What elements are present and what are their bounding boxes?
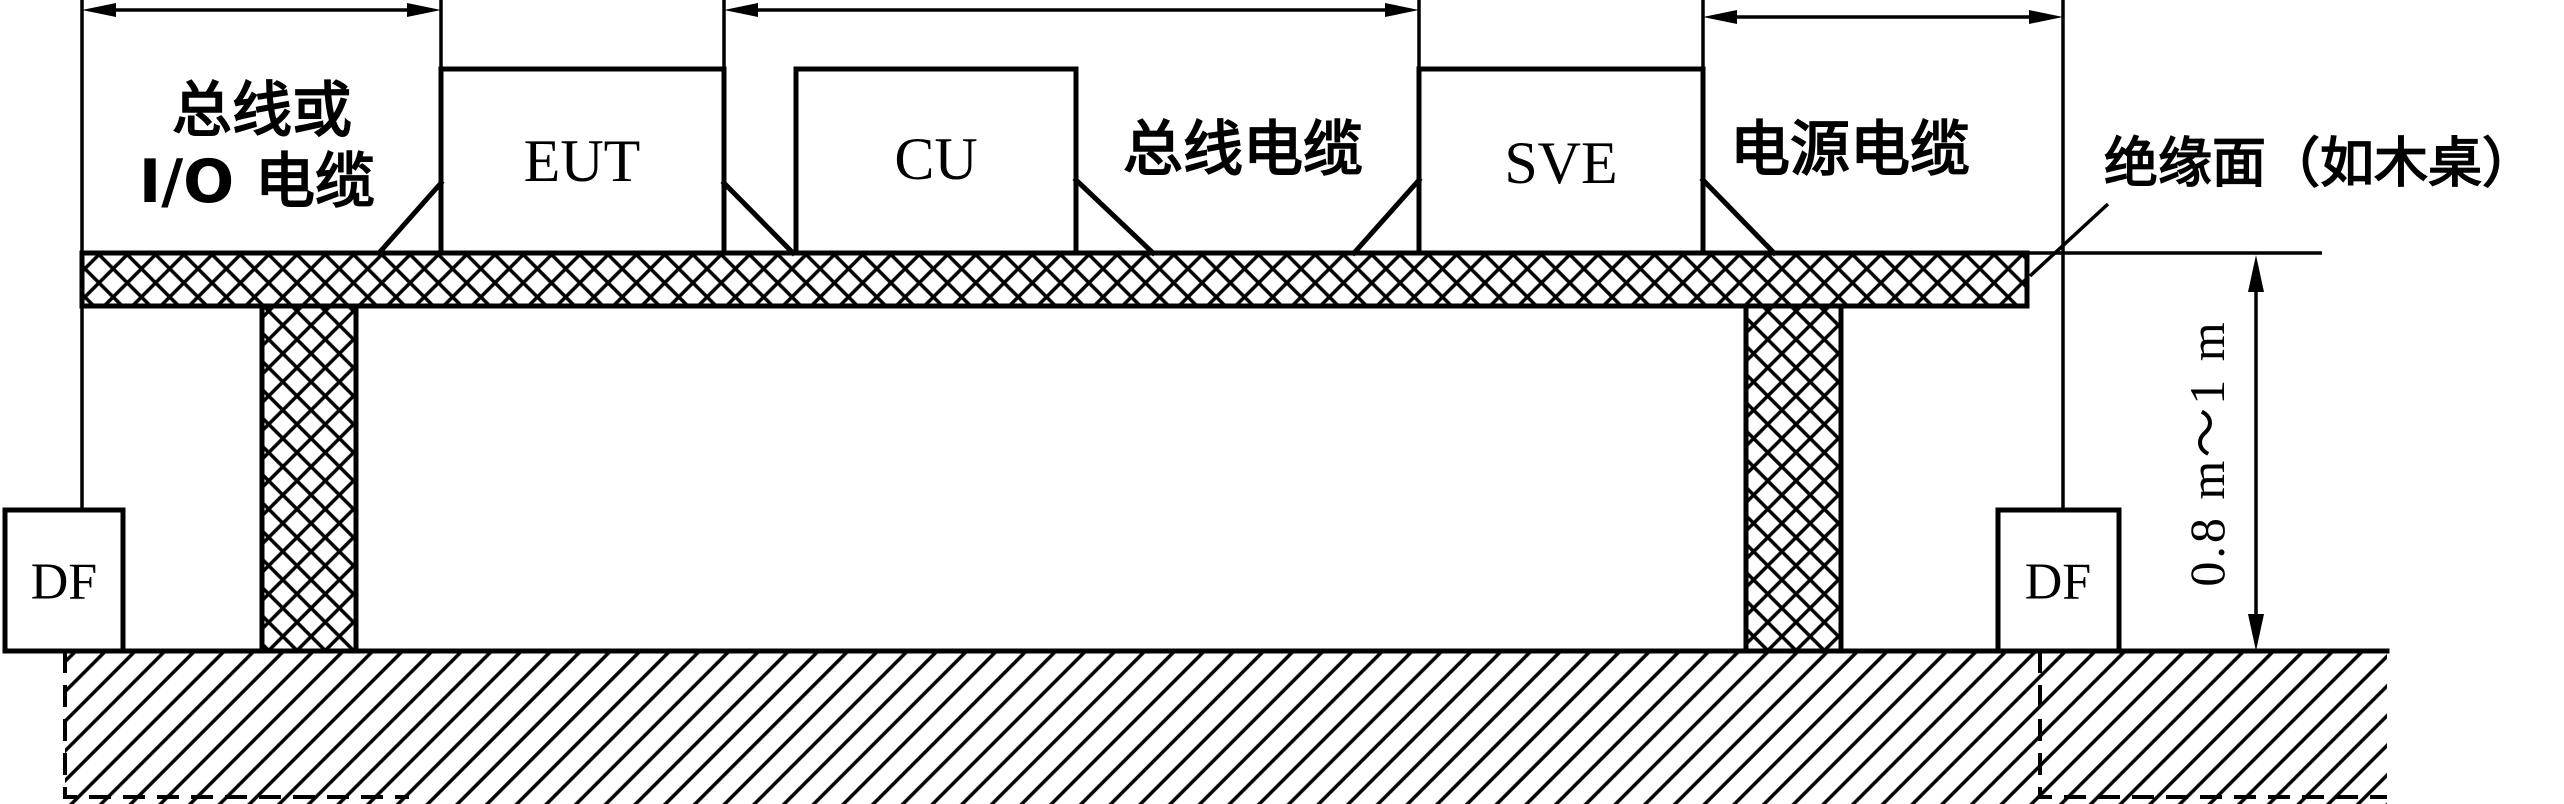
insulating-surface-leader — [2028, 202, 2110, 278]
cable-eut-right — [720, 179, 797, 257]
table-leg-right — [1743, 303, 1844, 654]
cable-sve-right — [1699, 176, 1778, 257]
label-power-cable: 电源电缆 — [1730, 115, 1970, 185]
cable-cu-right — [1072, 176, 1157, 257]
right-dashed-ground-connection — [2038, 651, 2387, 799]
arrowhead-down — [2248, 614, 2264, 651]
ground-plane-hatch — [65, 651, 2387, 804]
dimension-bus-cable — [724, 3, 1419, 17]
cable-sve-left — [1350, 176, 1423, 257]
label-bus-cable: 总线电缆 — [1123, 115, 1363, 185]
label-insulating-surface: 绝缘面（如木桌） — [2104, 132, 2536, 195]
label-table-height: 0.8 m～1 m — [2179, 319, 2235, 586]
cable-eut-left — [375, 179, 445, 257]
dimension-power-cable — [1703, 10, 2063, 24]
dimension-table-height — [2027, 251, 2322, 651]
table-leg-left — [259, 303, 359, 654]
cu-box — [793, 66, 1079, 256]
arrowhead-left — [1703, 10, 1737, 24]
arrowhead-left — [82, 3, 116, 17]
arrowhead-right — [407, 3, 441, 17]
df-box-right — [1995, 507, 2122, 654]
arrowhead-up — [2248, 255, 2264, 292]
eut-box — [438, 66, 727, 256]
left-dashed-ground-connection — [63, 651, 409, 799]
label-bus-io-cable-line2: I/O 电缆 — [139, 147, 375, 217]
arrowhead-right — [1385, 3, 1419, 17]
sve-box — [1416, 66, 1706, 256]
insulating-table-top — [79, 250, 2030, 309]
df-box-left — [2, 507, 126, 654]
label-df-right: DF — [2025, 554, 2091, 611]
arrowhead-left — [724, 3, 758, 17]
label-sve: SVE — [1504, 130, 1617, 196]
label-eut: EUT — [524, 128, 641, 194]
dimension-bus-io-cable — [82, 3, 441, 17]
label-cu: CU — [894, 126, 977, 192]
arrowhead-right — [2029, 10, 2063, 24]
label-bus-io-cable-line1: 总线或 — [172, 76, 352, 146]
label-df-left: DF — [31, 554, 97, 611]
